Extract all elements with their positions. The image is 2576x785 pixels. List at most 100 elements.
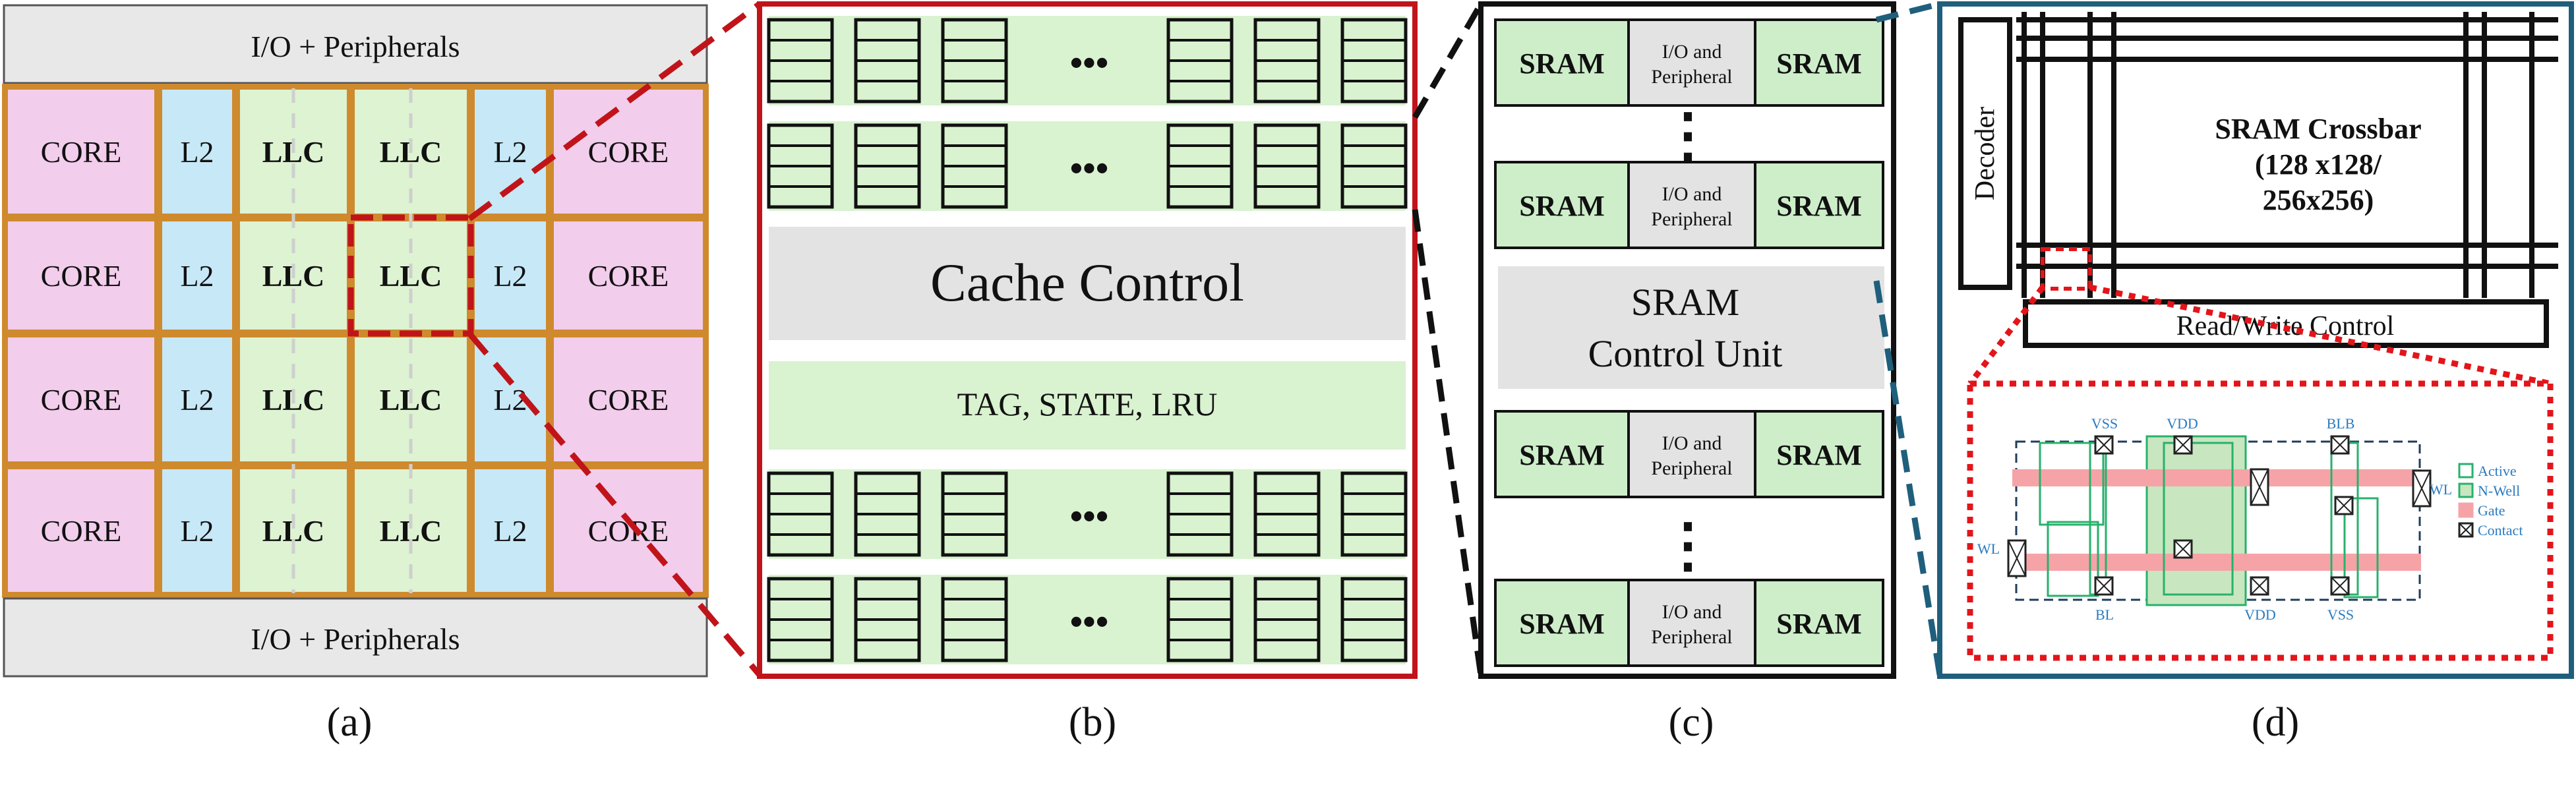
n-well-region (2145, 435, 2247, 606)
grid-cell-label: CORE (41, 135, 122, 169)
grid-cell-label: L2 (493, 259, 527, 293)
io-peripherals-top (3, 4, 708, 84)
cell-label-blb: BLB (2327, 415, 2355, 432)
crossbar-label-line3: 256x256) (2263, 184, 2374, 216)
grid-cell-core (4, 465, 158, 596)
io-peripheral-line1: I/O and (1662, 41, 1722, 63)
zoom-line-b-c-bottom (1412, 209, 1484, 676)
legend-cross (2459, 523, 2473, 537)
legend-label: N-Well (2478, 482, 2520, 499)
tag-state-lru-block (769, 361, 1406, 450)
contact-cross (2250, 577, 2269, 595)
grid-cell-l2 (471, 218, 550, 334)
io-peripheral-line2: Peripheral (1651, 626, 1732, 648)
sram-control-unit-line2: Control Unit (1588, 332, 1783, 375)
cache-array-rows: •••••••••••• (767, 16, 1408, 664)
contact-cross (2412, 470, 2431, 507)
crossbar-label-line1: SRAM Crossbar (2215, 113, 2421, 145)
io-peripheral-line2: Peripheral (1651, 457, 1732, 479)
sram-control-unit-line1: SRAM (1631, 281, 1739, 324)
gate-poly-bottom (2012, 554, 2421, 571)
contact-cross (2331, 577, 2349, 595)
caption-c: (c) (1669, 700, 1714, 745)
sram-block-right (1754, 18, 1884, 107)
sram-label: SRAM (1776, 608, 1862, 640)
gate-poly-top (2012, 469, 2421, 486)
decoder-block (1958, 17, 2012, 290)
grid-cell-label: L2 (493, 514, 527, 548)
grid-cell-l2 (471, 465, 550, 596)
grid-cell-label: L2 (493, 383, 527, 417)
io-peripheral-line2: Peripheral (1651, 208, 1732, 230)
grid-cell-l2 (471, 334, 550, 465)
contact-cross (2174, 540, 2192, 558)
grid-cell-label: CORE (588, 259, 669, 293)
grid-cell-label: CORE (41, 259, 122, 293)
sram-block-right (1754, 410, 1884, 498)
contact-cross (2174, 436, 2192, 454)
grid-cell-core (550, 334, 707, 465)
cell-label-vdd-bottom: VDD (2244, 606, 2276, 623)
caption-d: (d) (2252, 700, 2299, 745)
grid-cell-label: CORE (588, 135, 669, 169)
io-peripheral-block (1627, 410, 1756, 498)
grid-cell-core (550, 86, 707, 218)
crossbar-label-line2: (128 x128/ (2255, 148, 2382, 181)
grid-cell-l2 (158, 218, 236, 334)
sram-block-right (1754, 579, 1884, 667)
zoom-line-c-d-top (1875, 1, 1941, 23)
contact-cross (2095, 577, 2113, 595)
grid-cell-label: L2 (180, 259, 214, 293)
caption-b: (b) (1069, 700, 1116, 745)
sram-label: SRAM (1519, 439, 1605, 471)
sram-block-right (1754, 161, 1884, 249)
sram-control-unit (1498, 266, 1884, 389)
grid-cell-label: CORE (588, 383, 669, 417)
zoom-line-a-b-top (467, 1, 762, 221)
grid-cell-core (4, 334, 158, 465)
active-region (2039, 442, 2105, 526)
io-peripheral-block (1627, 579, 1756, 667)
contact-cross (2331, 436, 2349, 454)
panel-b-llc-slice: •••••••••••• Cache Control TAG, STATE, L… (757, 1, 1418, 745)
cache-control-label: Cache Control (930, 252, 1244, 312)
grid-cell-l2 (158, 334, 236, 465)
vdots-top: ⋮ (1658, 103, 1718, 169)
grid-cell-label: L2 (180, 135, 214, 169)
active-region (2047, 521, 2099, 597)
legend-label: Active (2478, 463, 2517, 479)
sram-block-left (1494, 579, 1630, 667)
legend-label: Gate (2478, 502, 2505, 519)
sram-label: SRAM (1519, 608, 1605, 640)
grid-cell-label: CORE (41, 514, 122, 548)
ellipsis: ••• (1070, 496, 1109, 537)
grid-cell-core (4, 86, 158, 218)
legend-swatch (2458, 502, 2474, 518)
io-peripheral-block (1627, 18, 1756, 107)
bitcell-layout-frame (1967, 380, 2554, 661)
read-write-control-block (2023, 299, 2549, 348)
contact-cross (2250, 469, 2269, 506)
io-peripheral-line2: Peripheral (1651, 66, 1732, 88)
ellipsis: ••• (1070, 602, 1109, 643)
zoom-line-b-c-top (1412, 2, 1483, 119)
zoom-line-a-b-bottom (467, 332, 762, 677)
io-peripheral-line1: I/O and (1662, 432, 1722, 454)
cell-label-vss-top: VSS (2091, 415, 2118, 432)
cell-label-bl: BL (2095, 606, 2114, 623)
vdots-bottom: ⋮ (1658, 513, 1718, 579)
legend-swatch (2458, 482, 2474, 498)
sram-crossbar-grid (2016, 12, 2558, 298)
sram-label: SRAM (1776, 190, 1862, 222)
io-peripherals-bottom-label: I/O + Peripherals (251, 622, 460, 656)
cache-control-block (769, 227, 1406, 340)
decoder-label: Decoder (1970, 107, 2000, 200)
panel-d-sram-subarray: Decoder SRAM Crossbar (128 x128/ 256x256… (1937, 1, 2574, 745)
grid-cell-label: L2 (180, 383, 214, 417)
contact-cross (2008, 540, 2026, 577)
legend-label: Contact (2478, 522, 2523, 538)
